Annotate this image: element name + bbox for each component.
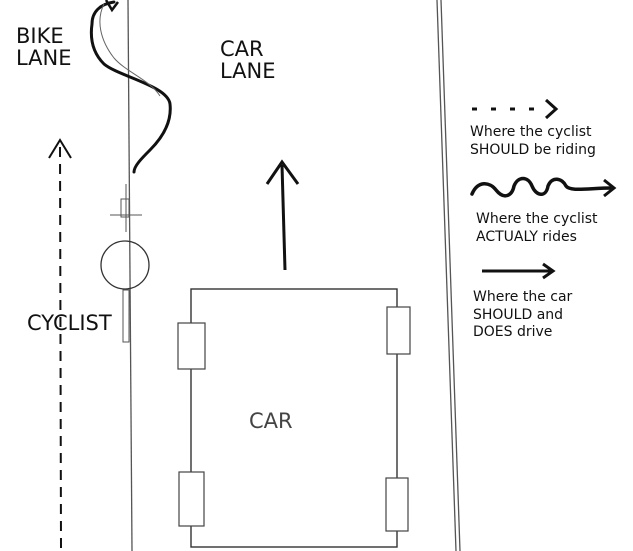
car-lane-label: CAR LANE: [220, 37, 276, 84]
legend-car-drives-text: Where the car SHOULD and DOES drive: [473, 289, 573, 340]
legend-should-ride-text: Where the cyclist SHOULD be riding: [470, 124, 596, 158]
cyclist-label: CYCLIST: [27, 311, 112, 335]
cyclist-actual-path: [89, 0, 172, 174]
bike-lane-label: BIKE LANE: [16, 24, 72, 71]
legend-dotted-arrow-icon: [472, 98, 559, 120]
road-edge-line: [436, 0, 461, 551]
cyclist-figure: [100, 184, 150, 343]
legend-solid-arrow-icon: [482, 262, 556, 280]
car-direction-arrow: [265, 159, 300, 271]
legend-squiggle-arrow-icon: [470, 176, 617, 198]
bike-lane-line: [127, 0, 133, 551]
car-label: CAR: [249, 409, 293, 433]
cyclist-should-path-arrow: [48, 138, 72, 549]
legend-actually-rides-text: Where the cyclist ACTUALY rides: [476, 211, 598, 245]
car-body: [177, 288, 411, 548]
